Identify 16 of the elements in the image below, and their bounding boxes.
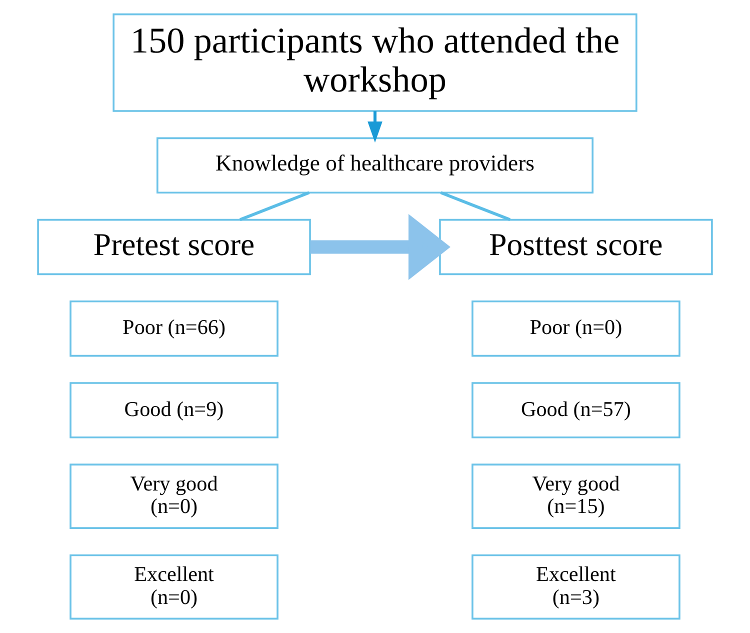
node-box: Pretest score xyxy=(37,218,311,276)
node-box: Very good (n=15) xyxy=(472,464,680,529)
node-box: Very good (n=0) xyxy=(70,464,278,529)
node-box: Knowledge of healthcare providers xyxy=(156,137,594,194)
arrow xyxy=(368,111,382,143)
connector xyxy=(239,191,310,222)
node-box: Excellent (n=3) xyxy=(472,554,680,620)
node-box: Poor (n=66) xyxy=(70,300,278,357)
arrow xyxy=(310,214,450,280)
node-box: Excellent (n=0) xyxy=(70,554,278,620)
node-box: Poor (n=0) xyxy=(472,300,680,357)
node-box: Posttest score xyxy=(439,218,713,276)
node-box: Good (n=9) xyxy=(70,382,278,438)
node-box: Good (n=57) xyxy=(472,382,680,438)
node-box: 150 participants who attended the workshop xyxy=(112,13,638,112)
connector xyxy=(440,191,511,222)
